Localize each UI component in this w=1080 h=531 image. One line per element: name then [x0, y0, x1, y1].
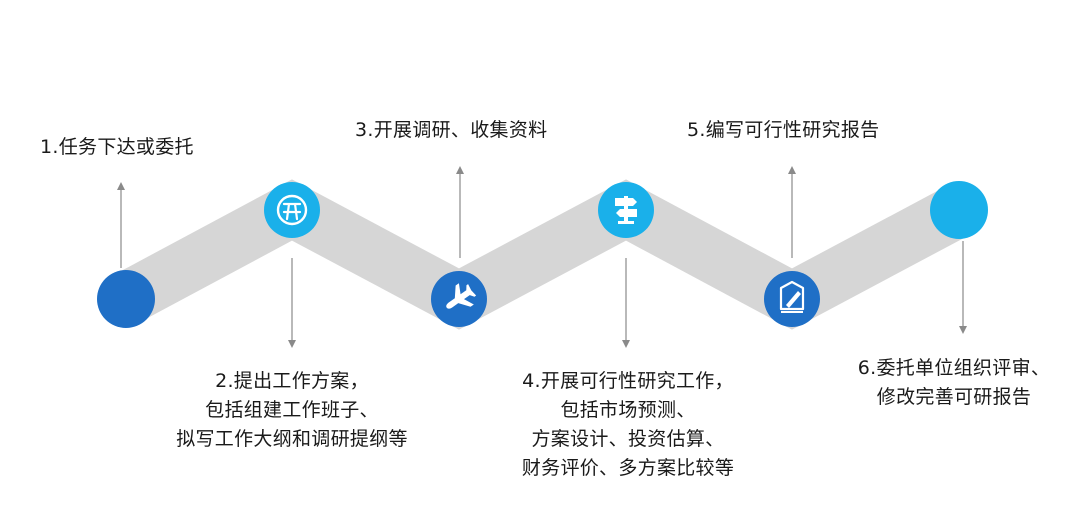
- step2-node: [264, 182, 320, 238]
- step4-text-line2: 包括市场预测、: [560, 399, 696, 421]
- step5-label: 5.编写可行性研究报告: [687, 116, 879, 145]
- step2-text-line3: 拟写工作大纲和调研提纲等: [176, 428, 408, 450]
- step6-text-line1: 6.委托单位组织评审、: [857, 357, 1051, 379]
- step6-text-line2: 修改完善可研报告: [876, 386, 1032, 408]
- pen-nib-icon: [779, 280, 805, 313]
- step3-node: [431, 271, 487, 327]
- step2-label: 2.提出工作方案， 包括组建工作班子、 拟写工作大纲和调研提纲等: [164, 367, 420, 454]
- step3-label: 3.开展调研、收集资料: [355, 116, 547, 145]
- stamp-icon: [276, 194, 308, 226]
- step4-text-line3: 方案设计、投资估算、: [531, 428, 725, 450]
- step3-text: 3.开展调研、收集资料: [355, 119, 548, 141]
- step1-node: [97, 270, 155, 328]
- step6-node: [930, 181, 988, 239]
- step2-text-line2: 包括组建工作班子、: [205, 399, 379, 421]
- step5-text: 5.编写可行性研究报告: [687, 119, 880, 141]
- step4-text-line1: 4.开展可行性研究工作，: [522, 370, 734, 392]
- airplane-icon: [446, 283, 477, 309]
- step5-node: [764, 271, 820, 327]
- step1-text: 1.任务下达或委托: [40, 136, 194, 158]
- signpost-icon: [615, 196, 637, 224]
- zigzag-band: [99, 179, 986, 330]
- step4-node: [598, 182, 654, 238]
- step4-label: 4.开展可行性研究工作， 包括市场预测、 方案设计、投资估算、 财务评价、多方案…: [500, 367, 756, 483]
- step2-text-line1: 2.提出工作方案，: [215, 370, 369, 392]
- step1-label: 1.任务下达或委托: [40, 133, 194, 162]
- step6-label: 6.委托单位组织评审、 修改完善可研报告: [848, 354, 1060, 412]
- step4-text-line4: 财务评价、多方案比较等: [521, 457, 735, 479]
